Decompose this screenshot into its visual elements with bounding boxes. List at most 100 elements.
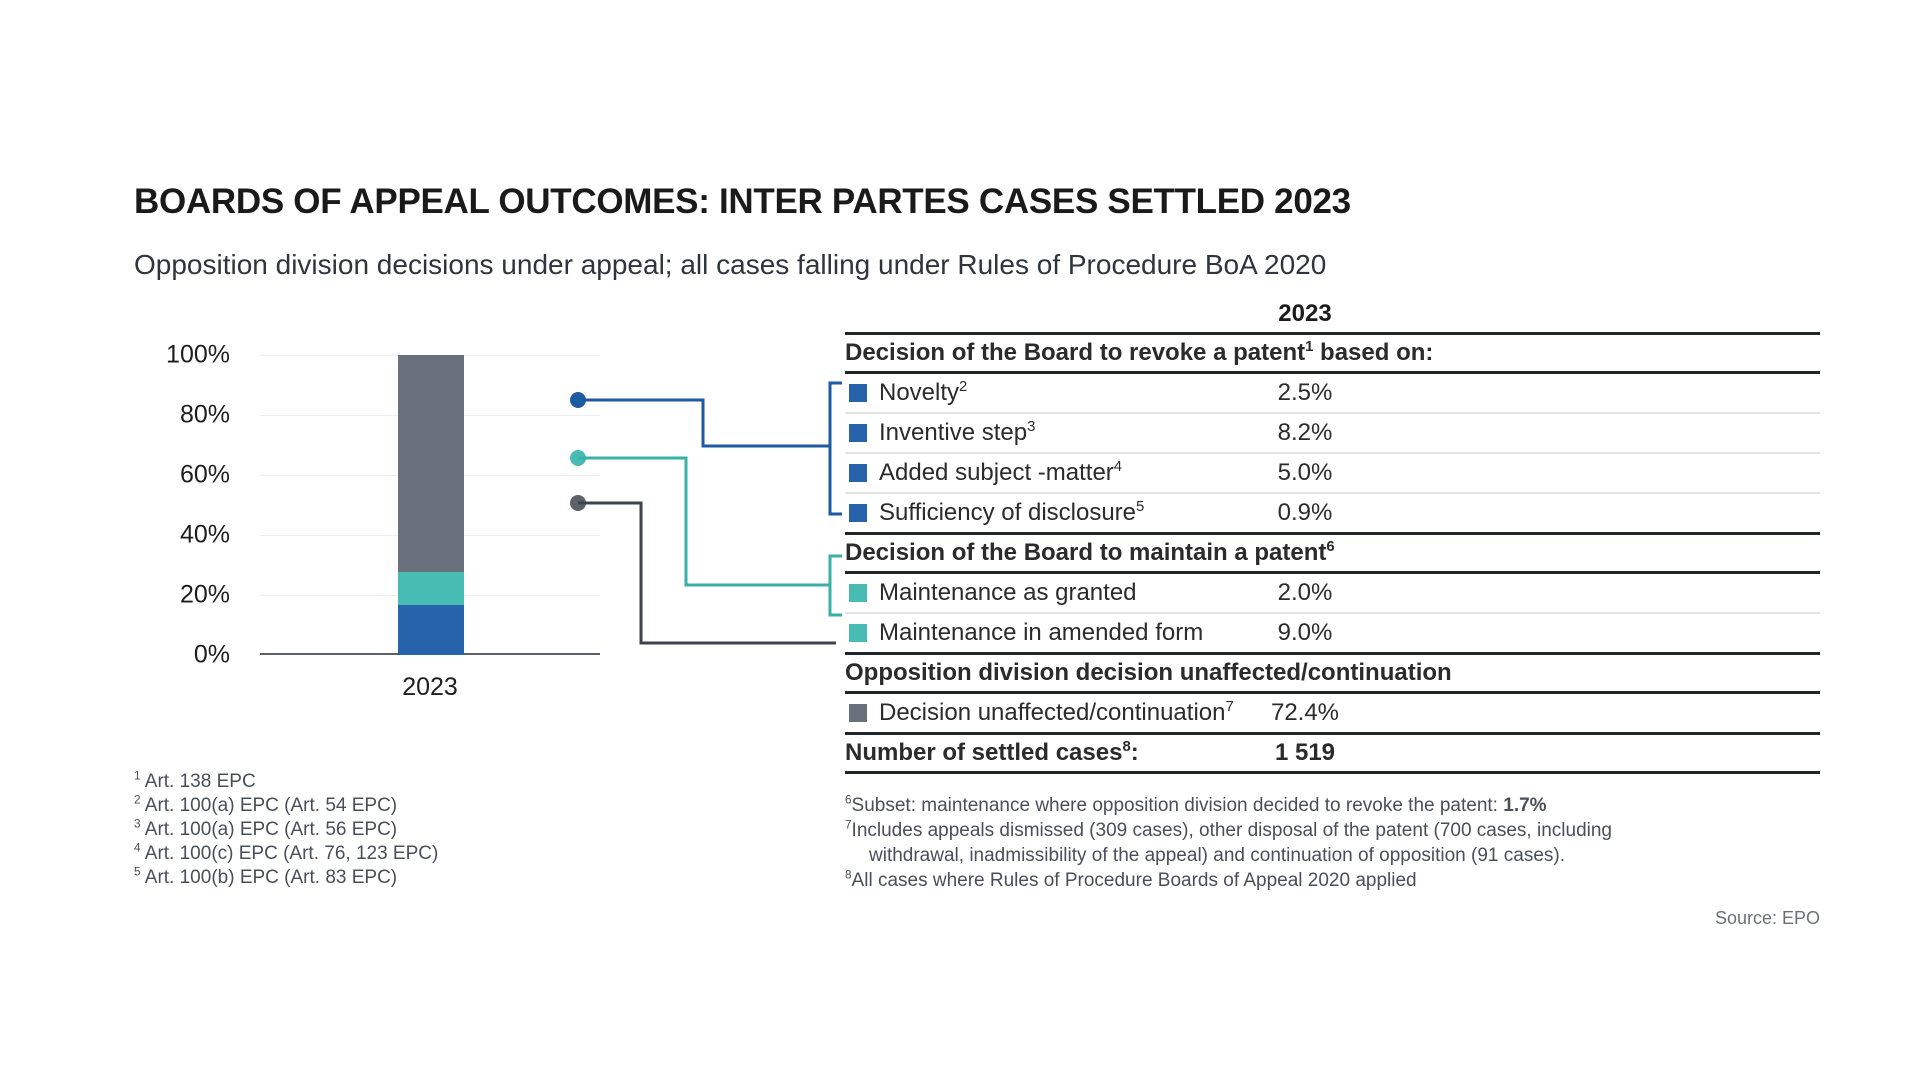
legend-swatch-icon <box>849 584 867 602</box>
x-axis-tick-2023: 2023 <box>402 673 458 701</box>
footnote-marker: 3 <box>1027 419 1036 435</box>
y-axis-labels: 100% 80% 60% 40% 20% 0% <box>120 341 250 730</box>
table-row-label: Decision unaffected/continuation7 <box>879 699 1234 726</box>
y-axis-tick-60: 60% <box>179 460 230 489</box>
table-row-label: Maintenance as granted <box>879 579 1137 606</box>
footnote-marker: 5 <box>1136 499 1145 515</box>
bar-segment[interactable] <box>398 572 464 606</box>
table-rule-row <box>845 452 1820 454</box>
page-subtitle: Opposition division decisions under appe… <box>134 249 1327 280</box>
footnote-marker: 1 <box>134 769 141 783</box>
legend-swatch-icon <box>849 424 867 442</box>
table-rule-section <box>845 691 1820 694</box>
table-section-heading: Decision of the Board to revoke a patent… <box>845 335 1820 371</box>
table-row-label: Added subject -matter4 <box>879 459 1123 486</box>
footnote-5: 5 Art. 100(b) EPC (Art. 83 EPC) <box>134 865 398 888</box>
legend-swatch-icon <box>849 384 867 402</box>
footnote-marker: 6 <box>1326 539 1335 555</box>
table-total-label: Number of settled cases8: <box>845 739 1139 766</box>
legend-swatch-icon <box>849 504 867 522</box>
footnote-8-text: All cases where Rules of Procedure Board… <box>851 870 1417 891</box>
table-row-value: 8.2% <box>1277 419 1333 446</box>
footnote-marker: 2 <box>134 793 141 807</box>
table-row[interactable]: Maintenance as granted 2.0% <box>845 574 1820 612</box>
table-section-heading-label: Decision of the Board to maintain a pate… <box>845 539 1335 566</box>
table-row[interactable]: Inventive step3 8.2% <box>845 414 1820 452</box>
table-row-label: Novelty2 <box>879 379 968 406</box>
footnote-3: 3 Art. 100(a) EPC (Art. 56 EPC) <box>134 817 398 840</box>
footnote-1: 1 Art. 138 EPC <box>134 769 256 792</box>
table-rule-row <box>845 492 1820 494</box>
bar-segment[interactable] <box>398 355 464 573</box>
footnote-7-line1: Includes appeals dismissed (309 cases), … <box>851 820 1612 841</box>
footnote-marker: 2 <box>959 379 968 395</box>
table-rule-row <box>845 612 1820 614</box>
table-section-heading-label: Opposition division decision unaffected/… <box>845 659 1452 686</box>
table-rule-section <box>845 571 1820 574</box>
table-rule-section-end <box>845 532 1820 535</box>
legend-swatch-icon <box>849 704 867 722</box>
table-row[interactable]: Added subject -matter4 5.0% <box>845 454 1820 492</box>
plot-area <box>260 355 600 655</box>
footnotes-right: 6Subset: maintenance where opposition di… <box>845 793 1705 893</box>
table-row-value: 5.0% <box>1277 459 1333 486</box>
footnote-8-marker: 8 <box>845 868 852 882</box>
y-axis-tick-100: 100% <box>166 340 230 369</box>
footnote-marker: 3 <box>134 817 141 831</box>
table-rule-bottom <box>845 771 1820 774</box>
stacked-bar-chart: 100% 80% 60% 40% 20% 0% 2023 <box>120 341 740 730</box>
footnote-6-value: 1.7% <box>1503 795 1547 816</box>
table-row[interactable]: Novelty2 2.5% <box>845 374 1820 412</box>
legend-swatch-icon <box>849 624 867 642</box>
bar-segment[interactable] <box>398 605 464 655</box>
table-row-value: 72.4% <box>1270 699 1340 726</box>
table-total-value: 1 519 <box>1274 739 1336 766</box>
table-row-label: Maintenance in amended form <box>879 619 1204 646</box>
y-axis-tick-20: 20% <box>179 580 230 609</box>
footnote-marker: 4 <box>134 841 141 855</box>
legend-swatch-icon <box>849 464 867 482</box>
table-row-value: 0.9% <box>1277 499 1333 526</box>
footnote-6: 6Subset: maintenance where opposition di… <box>845 793 1705 818</box>
footnote-4: 4 Art. 100(c) EPC (Art. 76, 123 EPC) <box>134 841 439 864</box>
footnote-7-line2: withdrawal, inadmissibility of the appea… <box>869 845 1566 866</box>
table-rule-row <box>845 412 1820 414</box>
table-row-label: Inventive step3 <box>879 419 1036 446</box>
table-section-heading: Decision of the Board to maintain a pate… <box>845 535 1820 571</box>
bar-2023[interactable] <box>398 355 464 655</box>
footnote-7-marker: 7 <box>845 818 852 832</box>
table-row-value: 9.0% <box>1277 619 1333 646</box>
table-row[interactable]: Maintenance in amended form 9.0% <box>845 614 1820 652</box>
source-note: Source: EPO <box>1714 908 1820 928</box>
footnote-7: 7Includes appeals dismissed (309 cases),… <box>845 818 1705 843</box>
table-year-header: 2023 <box>845 300 1820 332</box>
column-header-2023: 2023 <box>1278 300 1332 327</box>
table-total-row: Number of settled cases8: 1 519 <box>845 735 1820 771</box>
table-rule-section-end <box>845 732 1820 735</box>
footnote-6-marker: 6 <box>845 793 852 807</box>
footnote-2: 2 Art. 100(a) EPC (Art. 54 EPC) <box>134 793 398 816</box>
table-rule-section <box>845 371 1820 374</box>
y-axis-tick-0: 0% <box>193 640 230 669</box>
table-row-value: 2.5% <box>1277 379 1333 406</box>
footnote-marker: 7 <box>1225 699 1234 715</box>
table-section-heading-label: Decision of the Board to revoke a patent… <box>845 339 1434 366</box>
footnote-marker: 4 <box>1113 459 1123 475</box>
footnote-marker: 1 <box>1305 339 1314 355</box>
table-row[interactable]: Sufficiency of disclosure5 0.9% <box>845 494 1820 532</box>
table-row-label: Sufficiency of disclosure5 <box>879 499 1145 526</box>
outcomes-table: 2023 Decision of the Board to revoke a p… <box>845 300 1820 774</box>
table-row-value: 2.0% <box>1277 579 1333 606</box>
table-row[interactable]: Decision unaffected/continuation7 72.4% <box>845 694 1820 732</box>
y-axis-tick-80: 80% <box>179 400 230 429</box>
footnote-8: 8All cases where Rules of Procedure Boar… <box>845 868 1705 893</box>
footnote-marker: 8 <box>1122 739 1131 755</box>
footnote-6-text: Subset: maintenance where opposition div… <box>851 795 1504 816</box>
table-section-heading: Opposition division decision unaffected/… <box>845 655 1820 691</box>
footnote-marker: 5 <box>134 865 141 879</box>
y-axis-tick-40: 40% <box>179 520 230 549</box>
table-rule-section-end <box>845 652 1820 655</box>
table-rule-top <box>845 332 1820 335</box>
